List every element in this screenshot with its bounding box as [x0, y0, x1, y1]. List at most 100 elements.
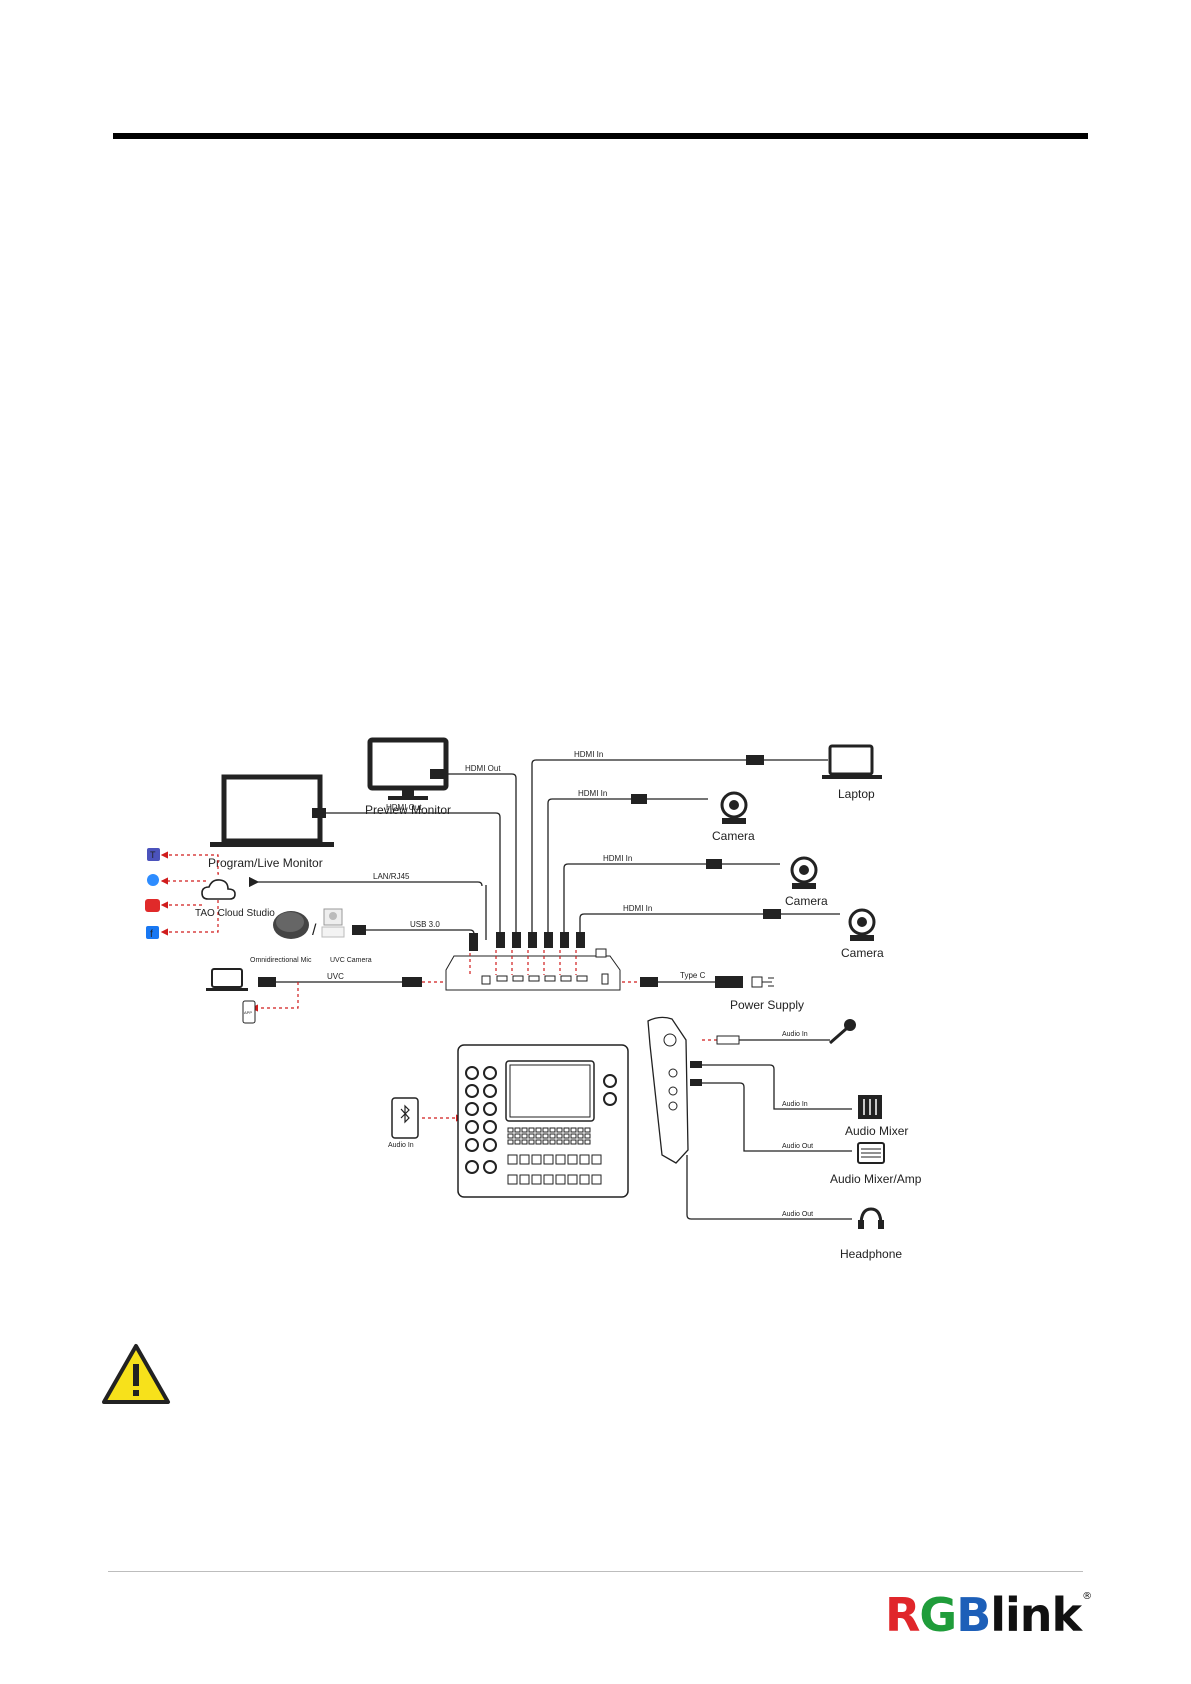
- panel-key: [535, 1127, 542, 1133]
- omni-mic-label: Omnidirectional Mic: [250, 957, 312, 964]
- panel-key: [570, 1127, 577, 1133]
- switcher-keys: [507, 1127, 602, 1185]
- panel-key: [584, 1139, 591, 1145]
- panel-button: [579, 1174, 590, 1185]
- hdmi-plug-row: [469, 932, 585, 951]
- uvc-camera-icon: [321, 908, 345, 938]
- svg-text:T: T: [150, 850, 156, 860]
- audio-amp-icon: [857, 1142, 885, 1164]
- panel-key: [563, 1139, 570, 1145]
- program-monitor-label: Program/Live Monitor: [208, 856, 323, 870]
- panel-button: [555, 1154, 566, 1165]
- panel-knob: [483, 1084, 497, 1098]
- audio-out-headphone-label: Audio Out: [782, 1211, 813, 1218]
- panel-key: [521, 1127, 528, 1133]
- power-supply-icon: [751, 976, 774, 988]
- hdmi-in-camera3-label: HDMI In: [623, 904, 652, 913]
- panel-knob: [465, 1084, 479, 1098]
- switcher-top-panel: [457, 1044, 629, 1198]
- laptop-icon: [822, 744, 882, 779]
- audio-mixer-label: Audio Mixer: [845, 1124, 908, 1138]
- panel-key: [584, 1133, 591, 1139]
- svg-text:f: f: [150, 929, 153, 940]
- hdmi-out-program-label: HDMI Out: [386, 803, 422, 812]
- audio-cables: [686, 1039, 852, 1220]
- panel-button: [567, 1154, 578, 1165]
- panel-key: [507, 1127, 514, 1133]
- panel-key: [535, 1139, 542, 1145]
- panel-key: [570, 1139, 577, 1145]
- svg-text:APP: APP: [244, 1010, 252, 1015]
- connection-diagram: Preview Monitor Program/Live Monitor Lap…: [145, 737, 922, 1261]
- type-c-label: Type C: [680, 971, 706, 980]
- panel-key: [528, 1133, 535, 1139]
- camera-icon-1: [720, 791, 748, 824]
- panel-knob: [465, 1120, 479, 1134]
- audio-mixer-icon: [858, 1095, 882, 1119]
- panel-key: [556, 1133, 563, 1139]
- panel-button: [567, 1174, 578, 1185]
- panel-key: [521, 1133, 528, 1139]
- camera-label-1: Camera: [712, 829, 755, 843]
- panel-key: [556, 1127, 563, 1133]
- audio-in-mic-label: Audio In: [782, 1031, 808, 1038]
- panel-key: [507, 1133, 514, 1139]
- panel-key: [514, 1133, 521, 1139]
- camera-label-2: Camera: [785, 894, 828, 908]
- camera-label-3: Camera: [841, 946, 884, 960]
- audio-in-mixer-label: Audio In: [782, 1101, 808, 1108]
- panel-key: [570, 1133, 577, 1139]
- panel-knob: [483, 1066, 497, 1080]
- header-rule: [113, 133, 1088, 139]
- hdmi-in-camera2-label: HDMI In: [603, 854, 632, 863]
- hdmi-out-preview-label: HDMI Out: [465, 764, 501, 773]
- panel-button: [543, 1154, 554, 1165]
- usb-label: USB 3.0: [410, 920, 440, 929]
- panel-knob: [603, 1092, 617, 1106]
- hdmi-cables: [248, 759, 840, 983]
- panel-knob: [483, 1120, 497, 1134]
- panel-key: [577, 1139, 584, 1145]
- panel-button: [519, 1174, 530, 1185]
- cable-end-plugs: [258, 755, 781, 988]
- uvc-camera-label: UVC Camera: [330, 957, 372, 964]
- tao-cloud-label: TAO Cloud Studio: [195, 908, 275, 919]
- youtube-icon: [145, 899, 160, 912]
- panel-button: [519, 1154, 530, 1165]
- panel-key: [542, 1127, 549, 1133]
- omnidirectional-mic-icon: [273, 911, 309, 939]
- switcher-side-panel: [647, 1016, 689, 1164]
- uvc-label: UVC: [327, 972, 344, 981]
- panel-button: [507, 1154, 518, 1165]
- headphone-label: Headphone: [840, 1247, 902, 1261]
- panel-key: [542, 1139, 549, 1145]
- laptop-label: Laptop: [838, 787, 875, 801]
- panel-key: [549, 1133, 556, 1139]
- panel-key: [514, 1127, 521, 1133]
- power-supply-label: Power Supply: [730, 998, 804, 1012]
- cloud-icon: [201, 879, 236, 900]
- panel-key: [507, 1139, 514, 1145]
- panel-button: [555, 1174, 566, 1185]
- slash-divider: /: [312, 922, 317, 939]
- hdmi-in-camera1-label: HDMI In: [578, 789, 607, 798]
- panel-knob: [483, 1102, 497, 1116]
- camera-icon-2: [790, 856, 818, 889]
- panel-button: [507, 1174, 518, 1185]
- panel-key: [542, 1133, 549, 1139]
- panel-key: [577, 1133, 584, 1139]
- bluetooth-phone-icon: [391, 1097, 419, 1139]
- switcher-knobs: [465, 1066, 617, 1174]
- lan-label: LAN/RJ45: [373, 872, 410, 881]
- panel-knob: [465, 1102, 479, 1116]
- microphone-icon: [829, 1019, 856, 1045]
- panel-key: [584, 1127, 591, 1133]
- panel-button: [591, 1174, 602, 1185]
- footer-rule: [108, 1571, 1083, 1572]
- audio-out-amp-label: Audio Out: [782, 1143, 813, 1150]
- panel-button: [531, 1154, 542, 1165]
- panel-key: [549, 1127, 556, 1133]
- panel-button: [579, 1154, 590, 1165]
- phone-app-icon: APP: [242, 1000, 256, 1024]
- panel-knob: [483, 1138, 497, 1152]
